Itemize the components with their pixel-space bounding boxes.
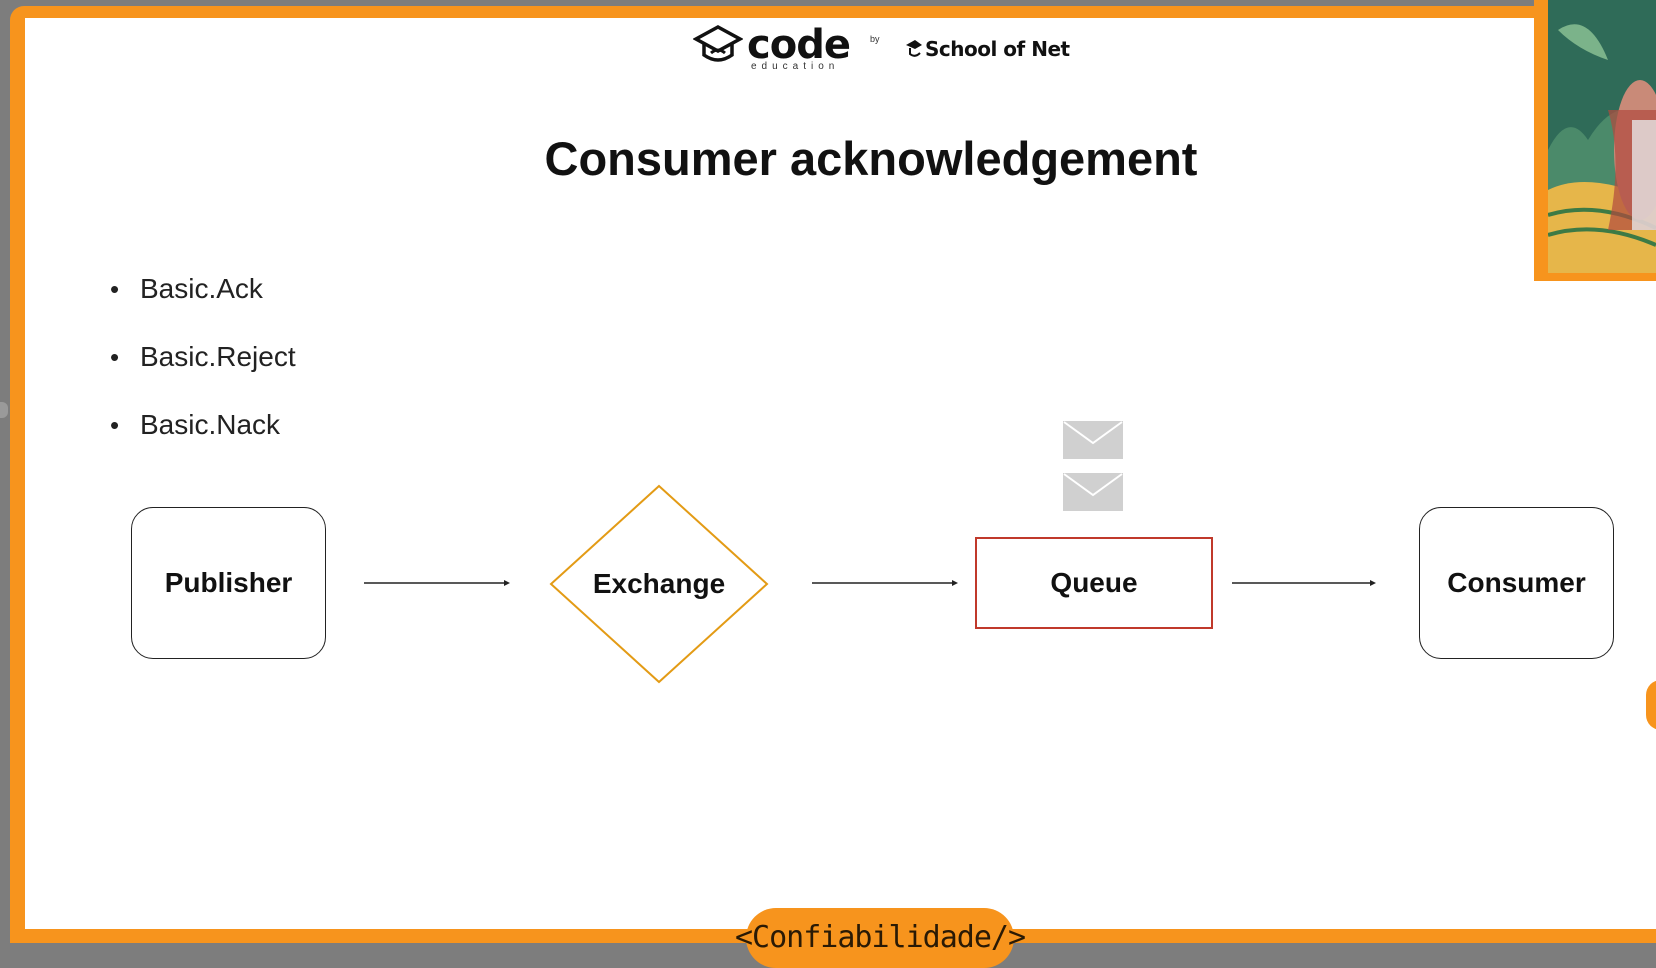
list-item: Basic.Reject [110, 336, 296, 404]
publisher-node: Publisher [131, 507, 326, 659]
logo-by-text: by [870, 34, 880, 44]
code-education-logo: code education [693, 22, 851, 75]
school-of-net-logo: School of Net [905, 37, 1070, 61]
slide-title: Consumer acknowledgement [544, 132, 1198, 185]
graduation-cap-icon [693, 25, 743, 62]
queue-node: Queue [975, 537, 1213, 629]
section-tag: <Confiabilidade/> [735, 908, 1026, 968]
list-item: Basic.Ack [110, 268, 296, 336]
code-logo-subtext: education [751, 61, 840, 72]
side-indicator [1646, 680, 1656, 730]
exchange-label: Exchange [592, 568, 726, 599]
publisher-label: Publisher [164, 567, 293, 598]
ack-method-list: Basic.Ack Basic.Reject Basic.Nack [110, 268, 296, 472]
envelope-icon [1063, 473, 1123, 511]
presenter-webcam [1534, 0, 1656, 281]
arrow-publisher-to-exchange [364, 580, 510, 586]
consumer-label: Consumer [1447, 567, 1586, 598]
list-item: Basic.Nack [110, 404, 296, 472]
presenter-video-image [1548, 0, 1656, 273]
queue-label: Queue [1050, 567, 1138, 598]
section-tag-label: <Confiabilidade/> [734, 920, 1026, 955]
left-edge-tab [0, 402, 8, 418]
consumer-node: Consumer [1419, 507, 1614, 659]
arrow-queue-to-consumer [1232, 580, 1376, 586]
envelope-icon [1063, 421, 1123, 459]
school-of-net-cap-icon [906, 40, 922, 57]
exchange-node: Exchange [549, 484, 769, 684]
arrow-exchange-to-queue [812, 580, 958, 586]
school-of-net-text: School of Net [925, 37, 1070, 61]
exchange-diamond [549, 484, 769, 684]
slide-canvas [25, 18, 1656, 929]
code-logo-text: code [747, 22, 851, 68]
